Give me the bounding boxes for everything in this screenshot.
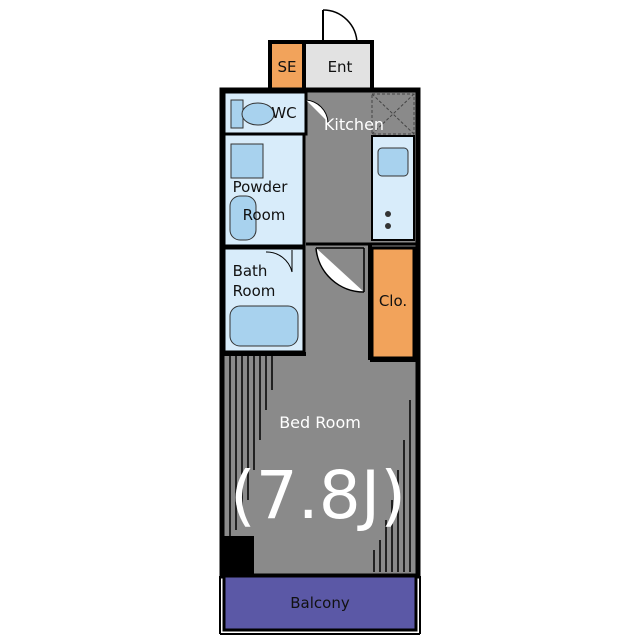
- washbasin-icon: [230, 143, 264, 179]
- powder-room-label-line2: Room: [243, 206, 286, 224]
- entrance-label: Ent: [328, 58, 353, 76]
- bed-room-label: Bed Room: [279, 413, 361, 432]
- balcony: [222, 574, 418, 632]
- stove-burner-icon: [385, 223, 391, 229]
- closet-label: Clo.: [379, 292, 407, 310]
- toilet-icon: [230, 99, 275, 129]
- kitchen-label: Kitchen: [324, 115, 384, 134]
- bedroom-door: [315, 247, 365, 293]
- entrance-area: [302, 40, 374, 92]
- closet: [370, 246, 416, 360]
- sink-icon: [377, 147, 409, 177]
- wc-door: [305, 99, 329, 123]
- pillar: [224, 536, 254, 574]
- stove-burner-icon: [385, 211, 391, 217]
- balcony-label: Balcony: [290, 594, 350, 612]
- bath-room-label-line1: Bath: [233, 262, 268, 280]
- se-label: SE: [278, 58, 297, 76]
- bath-room-label-line2: Room: [233, 282, 276, 300]
- bath-door: [265, 250, 293, 273]
- bed-room-size-label: (7.8J): [230, 457, 406, 534]
- window-hatching: [229, 356, 411, 572]
- powder-room-label-line1: Powder: [233, 178, 289, 196]
- refrigerator-space-icon: [371, 93, 415, 135]
- bathtub-icon: [229, 305, 299, 347]
- wc-label: WC: [271, 104, 296, 122]
- washing-machine-icon: [229, 195, 257, 241]
- entrance-door: [322, 9, 358, 45]
